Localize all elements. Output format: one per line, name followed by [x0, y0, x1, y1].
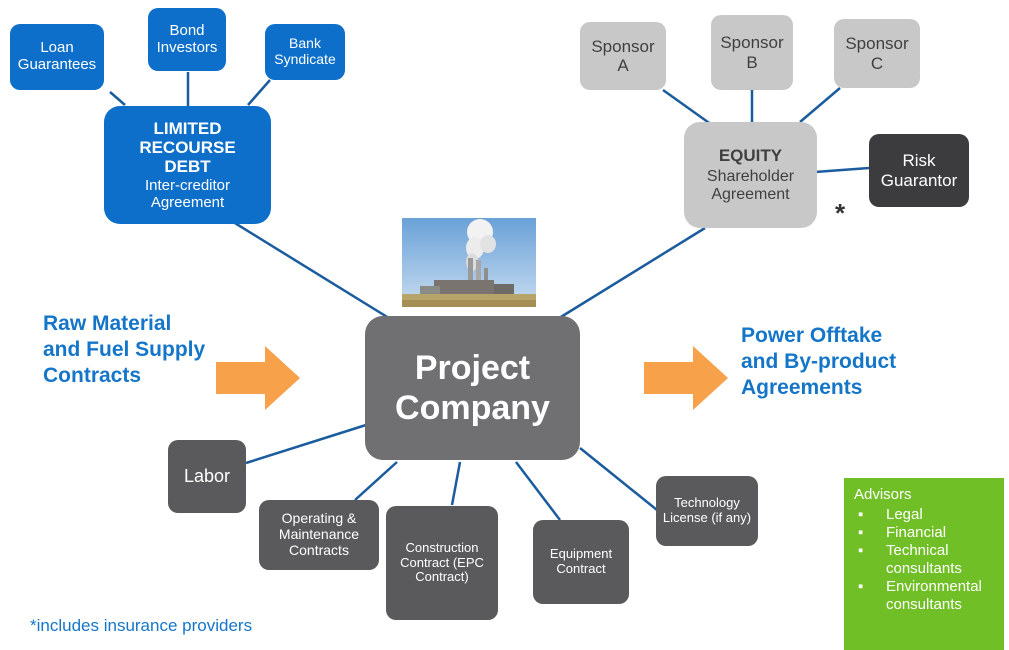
advisors-box: Advisors Legal Financial Technical consu… — [844, 478, 1004, 650]
risk-guarantor-label: Risk Guarantor — [880, 151, 958, 190]
equity-subtitle: Shareholder Agreement — [706, 168, 795, 204]
raw-material-label: Raw Material and Fuel Supply Contracts — [43, 312, 206, 387]
advisor-item: Financial — [854, 524, 996, 542]
operating-maintenance-box: Operating & Maintenance Contracts — [259, 500, 379, 570]
bond-investors-box: Bond Investors — [148, 8, 226, 71]
sponsor-a-box: Sponsor A — [580, 22, 666, 90]
labor-box: Labor — [168, 440, 246, 513]
construction-contract-box: Construction Contract (EPC Contract) — [386, 506, 498, 620]
bank-syndicate-label: Bank Syndicate — [274, 35, 336, 67]
power-plant-photo — [402, 218, 536, 307]
technology-license-label: Technology License (if any) — [662, 495, 752, 525]
sponsor-a-label: Sponsor A — [591, 36, 655, 75]
sponsor-b-label: Sponsor B — [720, 33, 784, 72]
input-arrow — [216, 346, 300, 410]
equipment-contract-label: Equipment Contract — [549, 546, 613, 576]
sponsor-b-box: Sponsor B — [711, 15, 793, 90]
bond-investors-label: Bond Investors — [156, 21, 218, 56]
limited-recourse-debt-box: LIMITED RECOURSE DEBT Inter-creditor Agr… — [104, 106, 271, 224]
advisor-item: Legal — [854, 506, 996, 524]
bank-syndicate-box: Bank Syndicate — [265, 24, 345, 80]
equipment-contract-box: Equipment Contract — [533, 520, 629, 604]
output-arrow — [644, 346, 728, 410]
advisor-item: Technical consultants — [854, 542, 996, 578]
power-offtake-label: Power Offtake and By-product Agreements — [741, 324, 897, 399]
advisors-list: Legal Financial Technical consultants En… — [854, 506, 996, 614]
insurance-asterisk: * — [835, 198, 846, 228]
technology-license-box: Technology License (if any) — [656, 476, 758, 546]
project-company-box: Project Company — [365, 316, 580, 460]
debt-title: LIMITED RECOURSE DEBT — [139, 118, 236, 176]
operating-maintenance-label: Operating & Maintenance Contracts — [278, 510, 360, 558]
labor-label: Labor — [183, 466, 231, 487]
risk-guarantor-box: Risk Guarantor — [869, 134, 969, 207]
loan-guarantees-label: Loan Guarantees — [17, 39, 97, 73]
equity-box: EQUITY Shareholder Agreement — [684, 122, 817, 228]
project-company-title: Project Company — [395, 348, 550, 427]
loan-guarantees-box: Loan Guarantees — [10, 24, 104, 90]
sponsor-c-label: Sponsor C — [845, 34, 909, 73]
advisor-item: Environmental consultants — [854, 578, 996, 614]
equity-title: EQUITY — [718, 146, 783, 166]
advisors-title: Advisors — [854, 486, 912, 503]
debt-subtitle: Inter-creditor Agreement — [144, 176, 231, 211]
sponsor-c-box: Sponsor C — [834, 19, 920, 88]
construction-contract-label: Construction Contract (EPC Contract) — [400, 540, 484, 585]
footnote: *includes insurance providers — [30, 616, 253, 635]
